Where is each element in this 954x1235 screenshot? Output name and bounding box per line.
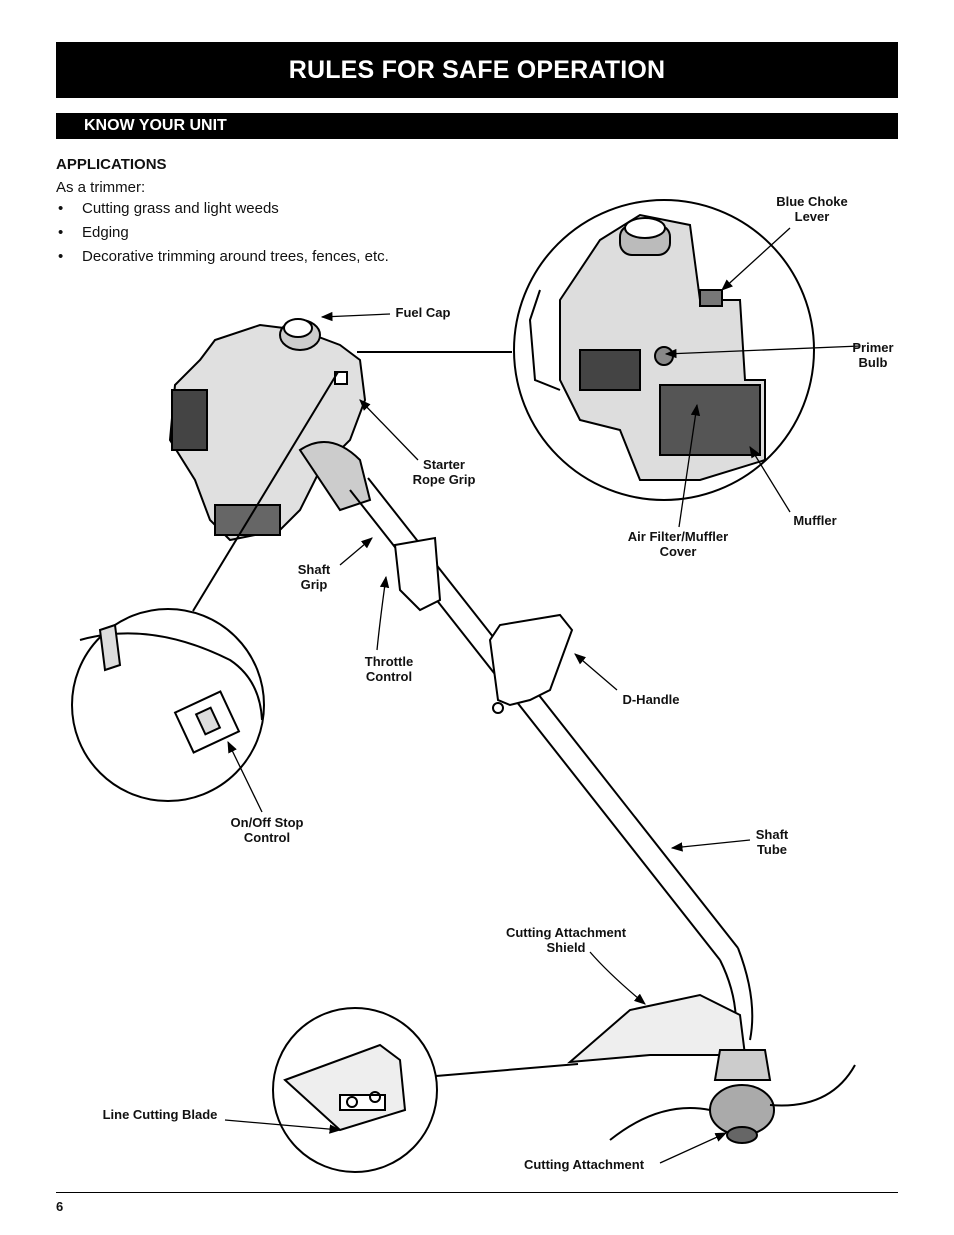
label-primer-bulb: Primer Bulb <box>852 340 894 370</box>
switch-detail-connector <box>192 371 339 612</box>
list-item-text: Decorative trimming around trees, fences… <box>82 248 389 265</box>
list-item: •Cutting grass and light weeds <box>58 200 279 217</box>
list-item-text: Cutting grass and light weeds <box>82 200 279 217</box>
cutting-head-illustration <box>567 993 856 1144</box>
switch-detail-view <box>71 608 265 802</box>
section-title: KNOW YOUR UNIT <box>84 117 227 134</box>
shaft-illustration <box>349 477 754 1041</box>
label-shaft-grip: Shaft Grip <box>297 562 331 592</box>
list-item: •Edging <box>58 224 129 241</box>
label-blue-choke-lever: Blue Choke Lever <box>776 194 848 224</box>
label-cutting-attachment: Cutting Attachment <box>523 1157 645 1172</box>
applications-list: •Cutting grass and light weeds •Edging •… <box>56 200 389 272</box>
label-on-off-stop-control: On/Off Stop Control <box>230 815 304 845</box>
page-number: 6 <box>56 1199 64 1214</box>
list-item-text: Edging <box>82 224 129 241</box>
label-shaft-tube: Shaft Tube <box>755 827 789 857</box>
label-line-cutting-blade: Line Cutting Blade <box>102 1107 218 1122</box>
applications-heading: APPLICATIONS <box>56 156 167 173</box>
callout-arrows <box>224 227 861 1164</box>
label-starter-rope-grip: Starter Rope Grip <box>412 457 476 487</box>
page-title: RULES FOR SAFE OPERATION <box>288 55 666 84</box>
label-air-filter-muffler-cover: Air Filter/Muffler Cover <box>627 529 729 559</box>
engine-detail-view <box>513 199 815 501</box>
blade-detail-view <box>272 1007 438 1173</box>
list-item: •Decorative trimming around trees, fence… <box>58 248 389 265</box>
label-d-handle: D-Handle <box>622 692 680 707</box>
applications-intro: As a trimmer: <box>56 179 146 196</box>
label-muffler: Muffler <box>793 513 837 528</box>
blade-detail-connector <box>435 1063 579 1077</box>
footer-divider <box>56 1192 898 1193</box>
section-header: KNOW YOUR UNIT <box>56 113 898 139</box>
page-title-bar: RULES FOR SAFE OPERATION <box>56 42 898 98</box>
label-fuel-cap: Fuel Cap <box>395 305 451 320</box>
label-throttle-control: Throttle Control <box>364 654 414 684</box>
engine-illustration <box>168 318 372 542</box>
label-cutting-attachment-shield: Cutting Attachment Shield <box>505 925 627 955</box>
